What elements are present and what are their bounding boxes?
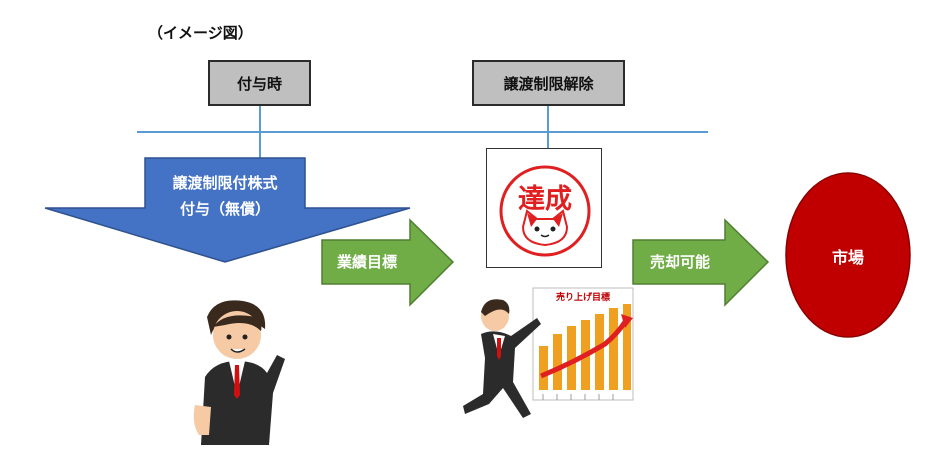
market-label: 市場: [831, 248, 864, 267]
diagram-caption: （イメージ図）: [148, 24, 253, 42]
label-grant-time: 付与時: [208, 60, 311, 106]
businessman-pointing-icon: [193, 300, 285, 445]
grant-arrow-line2: 付与（無償）: [179, 200, 270, 218]
sales-target-illustration: [463, 287, 634, 418]
stamp-text: 達成: [518, 184, 572, 215]
grant-arrow-label: 譲渡制限付株式 付与（無償）: [145, 170, 305, 222]
achievement-stamp-box: 達成: [486, 148, 602, 268]
timeline-connector-lift: [547, 106, 549, 148]
grant-arrow-line1: 譲渡制限付株式: [172, 174, 278, 192]
label-restriction-lifted: 譲渡制限解除: [472, 60, 625, 106]
sales-chart-title: 売り上げ目標: [555, 293, 610, 303]
achievement-stamp-icon: [499, 165, 591, 257]
timeline-line: [137, 131, 708, 133]
timeline-connector-grant: [259, 106, 261, 158]
performance-arrow-label: 業績目標: [336, 253, 397, 271]
sellable-arrow-label: 売却可能: [649, 253, 710, 271]
